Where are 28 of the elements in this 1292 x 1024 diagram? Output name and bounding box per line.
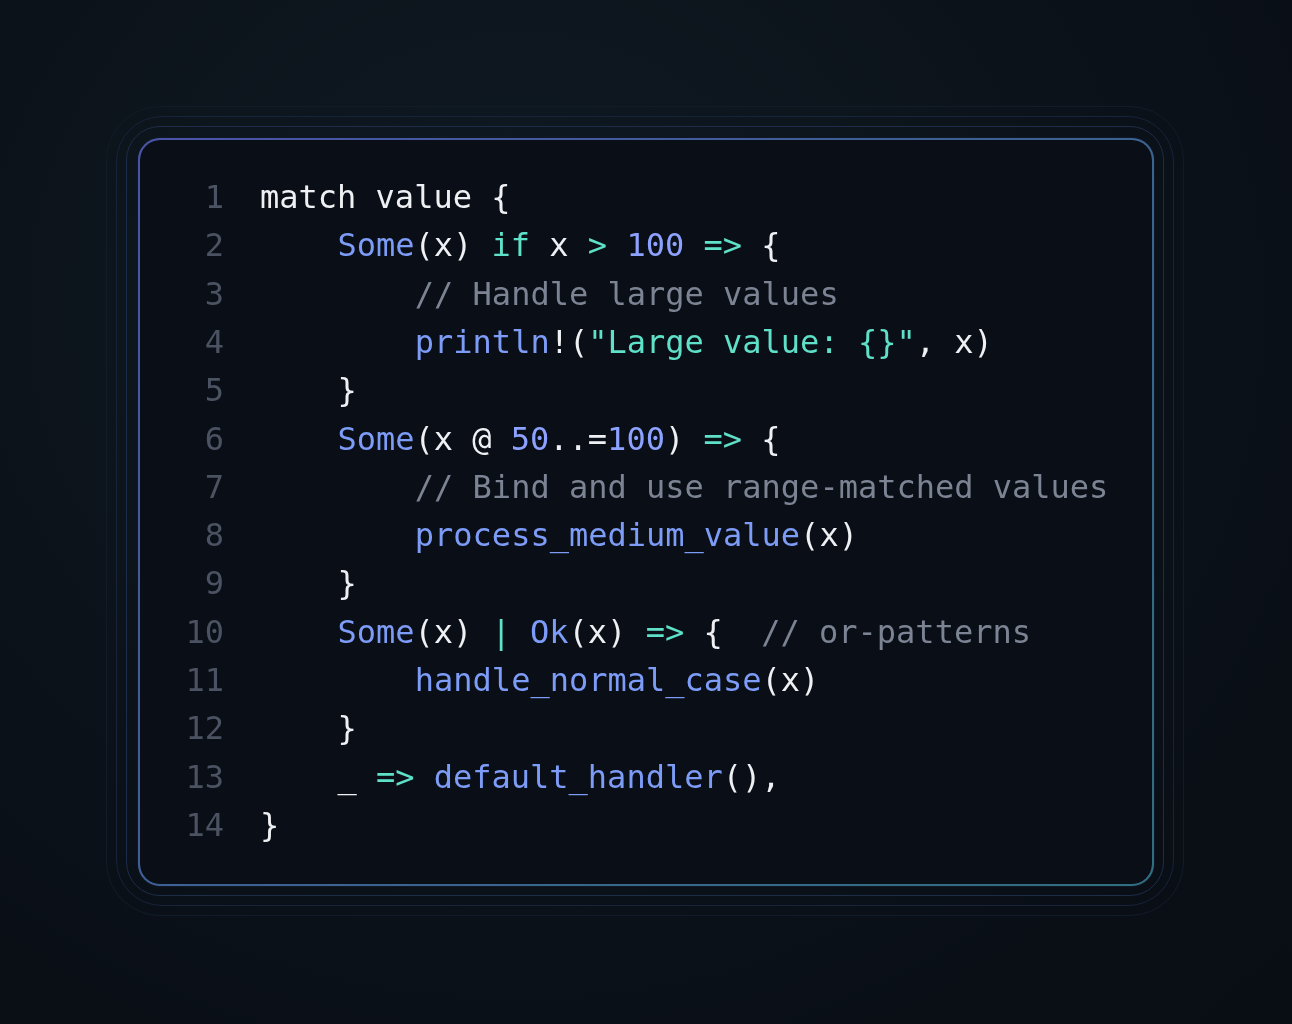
- code-line: // Bind and use range-matched values: [414, 466, 1109, 507]
- code-line: }: [337, 563, 357, 604]
- line-number: 6: [203, 418, 224, 459]
- code-line: // Handle large values: [414, 273, 839, 314]
- line-number: 10: [184, 611, 224, 652]
- line-number: 2: [203, 225, 224, 266]
- line-number: 1: [203, 177, 224, 217]
- line-number: 7: [203, 466, 224, 507]
- code-line: _ => default_handler(),: [337, 756, 781, 797]
- line-number: 9: [203, 563, 224, 604]
- line-number: 12: [184, 708, 224, 749]
- code-line: process_medium_value(x): [414, 515, 858, 556]
- code-line: println!("Large value: {}", x): [414, 321, 993, 362]
- code-line: handle_normal_case(x): [414, 660, 820, 700]
- code-line: }: [260, 804, 280, 845]
- line-number: 11: [184, 660, 224, 700]
- line-number: 13: [184, 756, 224, 797]
- line-number: 3: [203, 273, 224, 314]
- code-line: }: [337, 708, 357, 749]
- code-line: Some(x @ 50..=100) => {: [337, 418, 781, 459]
- code-line: match value {: [260, 177, 511, 217]
- code-line: Some(x) | Ok(x) => { // or-patterns: [337, 611, 1031, 652]
- line-number: 8: [203, 515, 224, 556]
- code-line: }: [337, 370, 357, 411]
- code-line: Some(x) if x > 100 => {: [337, 225, 781, 266]
- line-number: 14: [184, 804, 224, 845]
- line-number: 5: [203, 370, 224, 411]
- line-number: 4: [203, 321, 224, 362]
